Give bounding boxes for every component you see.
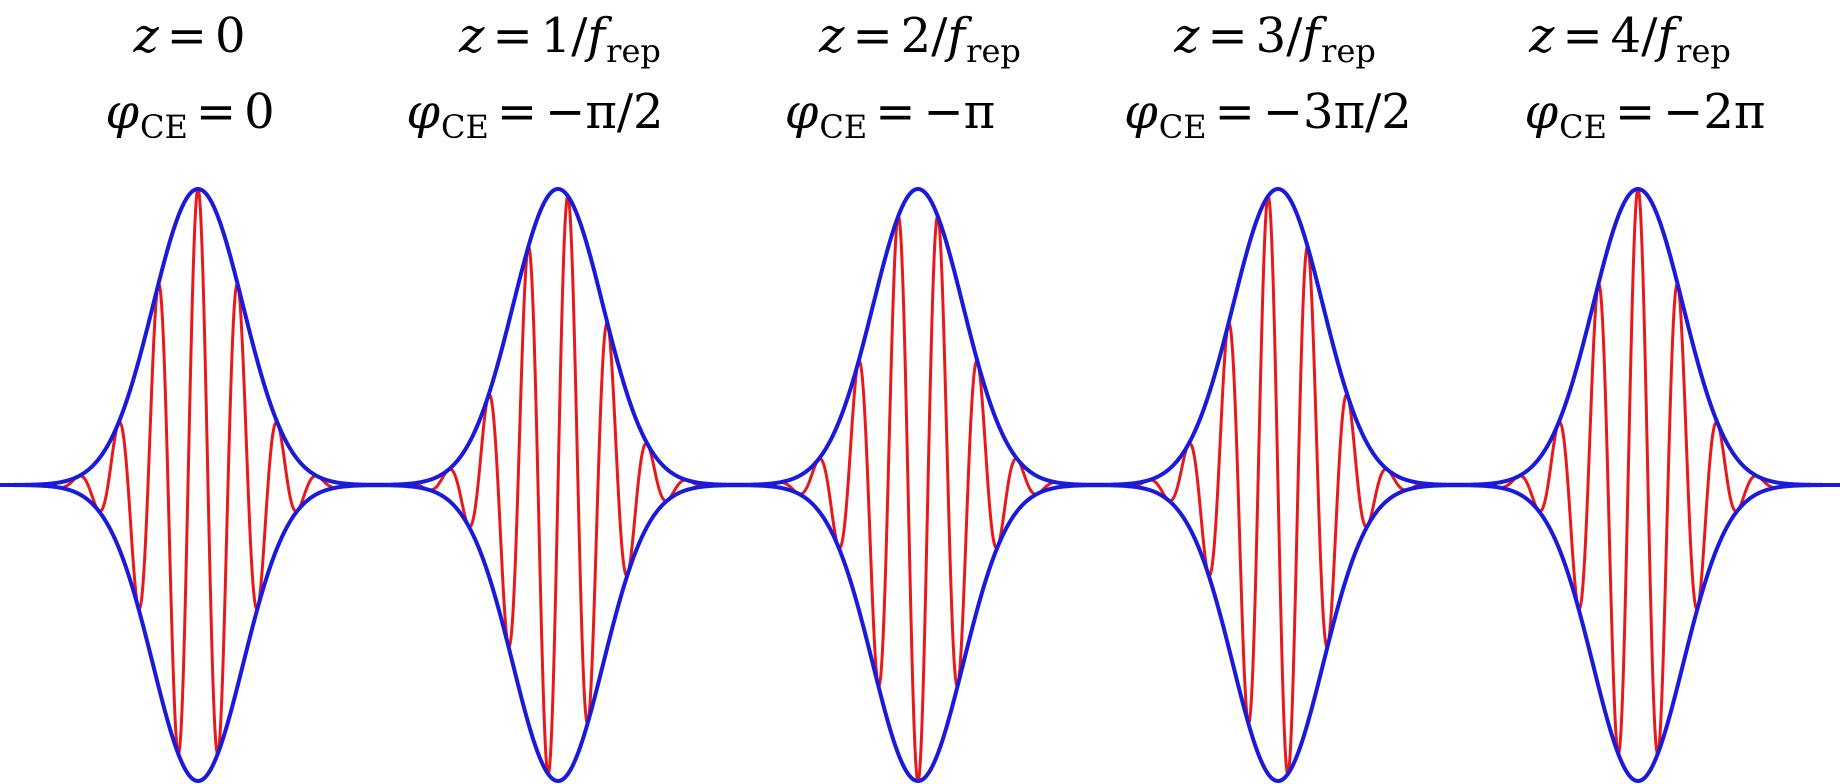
phi-label: φCE=0 bbox=[0, 88, 380, 143]
fraction-slash: / bbox=[1286, 8, 1303, 64]
z-variable: z bbox=[1174, 8, 1200, 64]
equals-sign: = bbox=[166, 8, 207, 64]
ce-subscript: CE bbox=[140, 108, 188, 146]
phi-symbol: φ bbox=[1524, 84, 1559, 140]
phi-symbol: φ bbox=[105, 84, 139, 140]
ce-subscript: CE bbox=[441, 108, 489, 146]
z-label: z=2/frep bbox=[730, 12, 1110, 67]
z-label: z=4/frep bbox=[1440, 12, 1820, 67]
z-label: z=0 bbox=[0, 12, 380, 67]
rep-subscript: rep bbox=[606, 32, 661, 70]
fraction-slash: / bbox=[1641, 8, 1658, 64]
phi-label: φCE=−π bbox=[700, 88, 1080, 143]
f-symbol: f bbox=[1302, 8, 1321, 64]
z-variable: z bbox=[1529, 8, 1555, 64]
phi-label: φCE=−π/2 bbox=[345, 88, 725, 143]
carrier-wave bbox=[0, 187, 399, 756]
fraction-slash: / bbox=[931, 8, 948, 64]
phi-symbol: φ bbox=[406, 84, 441, 140]
ce-subscript: CE bbox=[1158, 108, 1207, 146]
z-variable: z bbox=[819, 8, 845, 64]
carrier-wave bbox=[1437, 187, 1839, 756]
f-symbol: f bbox=[947, 8, 966, 64]
phi-symbol: φ bbox=[1124, 84, 1158, 140]
phi-label: φCE=−3π/2 bbox=[1078, 88, 1458, 143]
fraction-slash: / bbox=[571, 8, 588, 64]
z-variable: z bbox=[133, 8, 159, 64]
z-variable: z bbox=[459, 8, 485, 64]
z-label: z=3/frep bbox=[1085, 12, 1465, 67]
z-value: 4 bbox=[1610, 8, 1642, 64]
phase-value: −3π/2 bbox=[1262, 84, 1412, 140]
equals-sign: = bbox=[1614, 84, 1656, 140]
phase-value: −π/2 bbox=[545, 84, 664, 140]
z-value: 0 bbox=[214, 8, 246, 64]
equals-sign: = bbox=[1207, 8, 1248, 64]
f-symbol: f bbox=[1657, 8, 1676, 64]
ce-subscript: CE bbox=[819, 108, 868, 146]
ce-subscript: CE bbox=[1559, 108, 1607, 146]
carrier-wave bbox=[357, 194, 759, 776]
rep-subscript: rep bbox=[966, 32, 1021, 70]
z-value: 3 bbox=[1255, 8, 1287, 64]
rep-subscript: rep bbox=[1676, 32, 1731, 70]
carrier-wave bbox=[717, 214, 1119, 783]
phase-value: 0 bbox=[244, 84, 275, 140]
f-symbol: f bbox=[587, 8, 606, 64]
rep-subscript: rep bbox=[1321, 32, 1376, 70]
lower-envelope bbox=[0, 483, 1840, 783]
equals-sign: = bbox=[195, 84, 237, 140]
z-label: z=1/frep bbox=[370, 12, 750, 67]
equals-sign: = bbox=[496, 84, 538, 140]
phase-value: −π bbox=[923, 84, 996, 140]
equals-sign: = bbox=[875, 84, 916, 140]
carrier-wave bbox=[1077, 194, 1479, 776]
z-value: 1 bbox=[540, 8, 572, 64]
upper-envelope bbox=[0, 187, 1840, 487]
phi-symbol: φ bbox=[784, 84, 819, 140]
equals-sign: = bbox=[1562, 8, 1603, 64]
z-value: 2 bbox=[900, 8, 932, 64]
phi-label: φCE=−2π bbox=[1455, 88, 1835, 143]
phase-value: −2π bbox=[1663, 84, 1766, 140]
equals-sign: = bbox=[1214, 84, 1255, 140]
equals-sign: = bbox=[492, 8, 533, 64]
equals-sign: = bbox=[852, 8, 893, 64]
